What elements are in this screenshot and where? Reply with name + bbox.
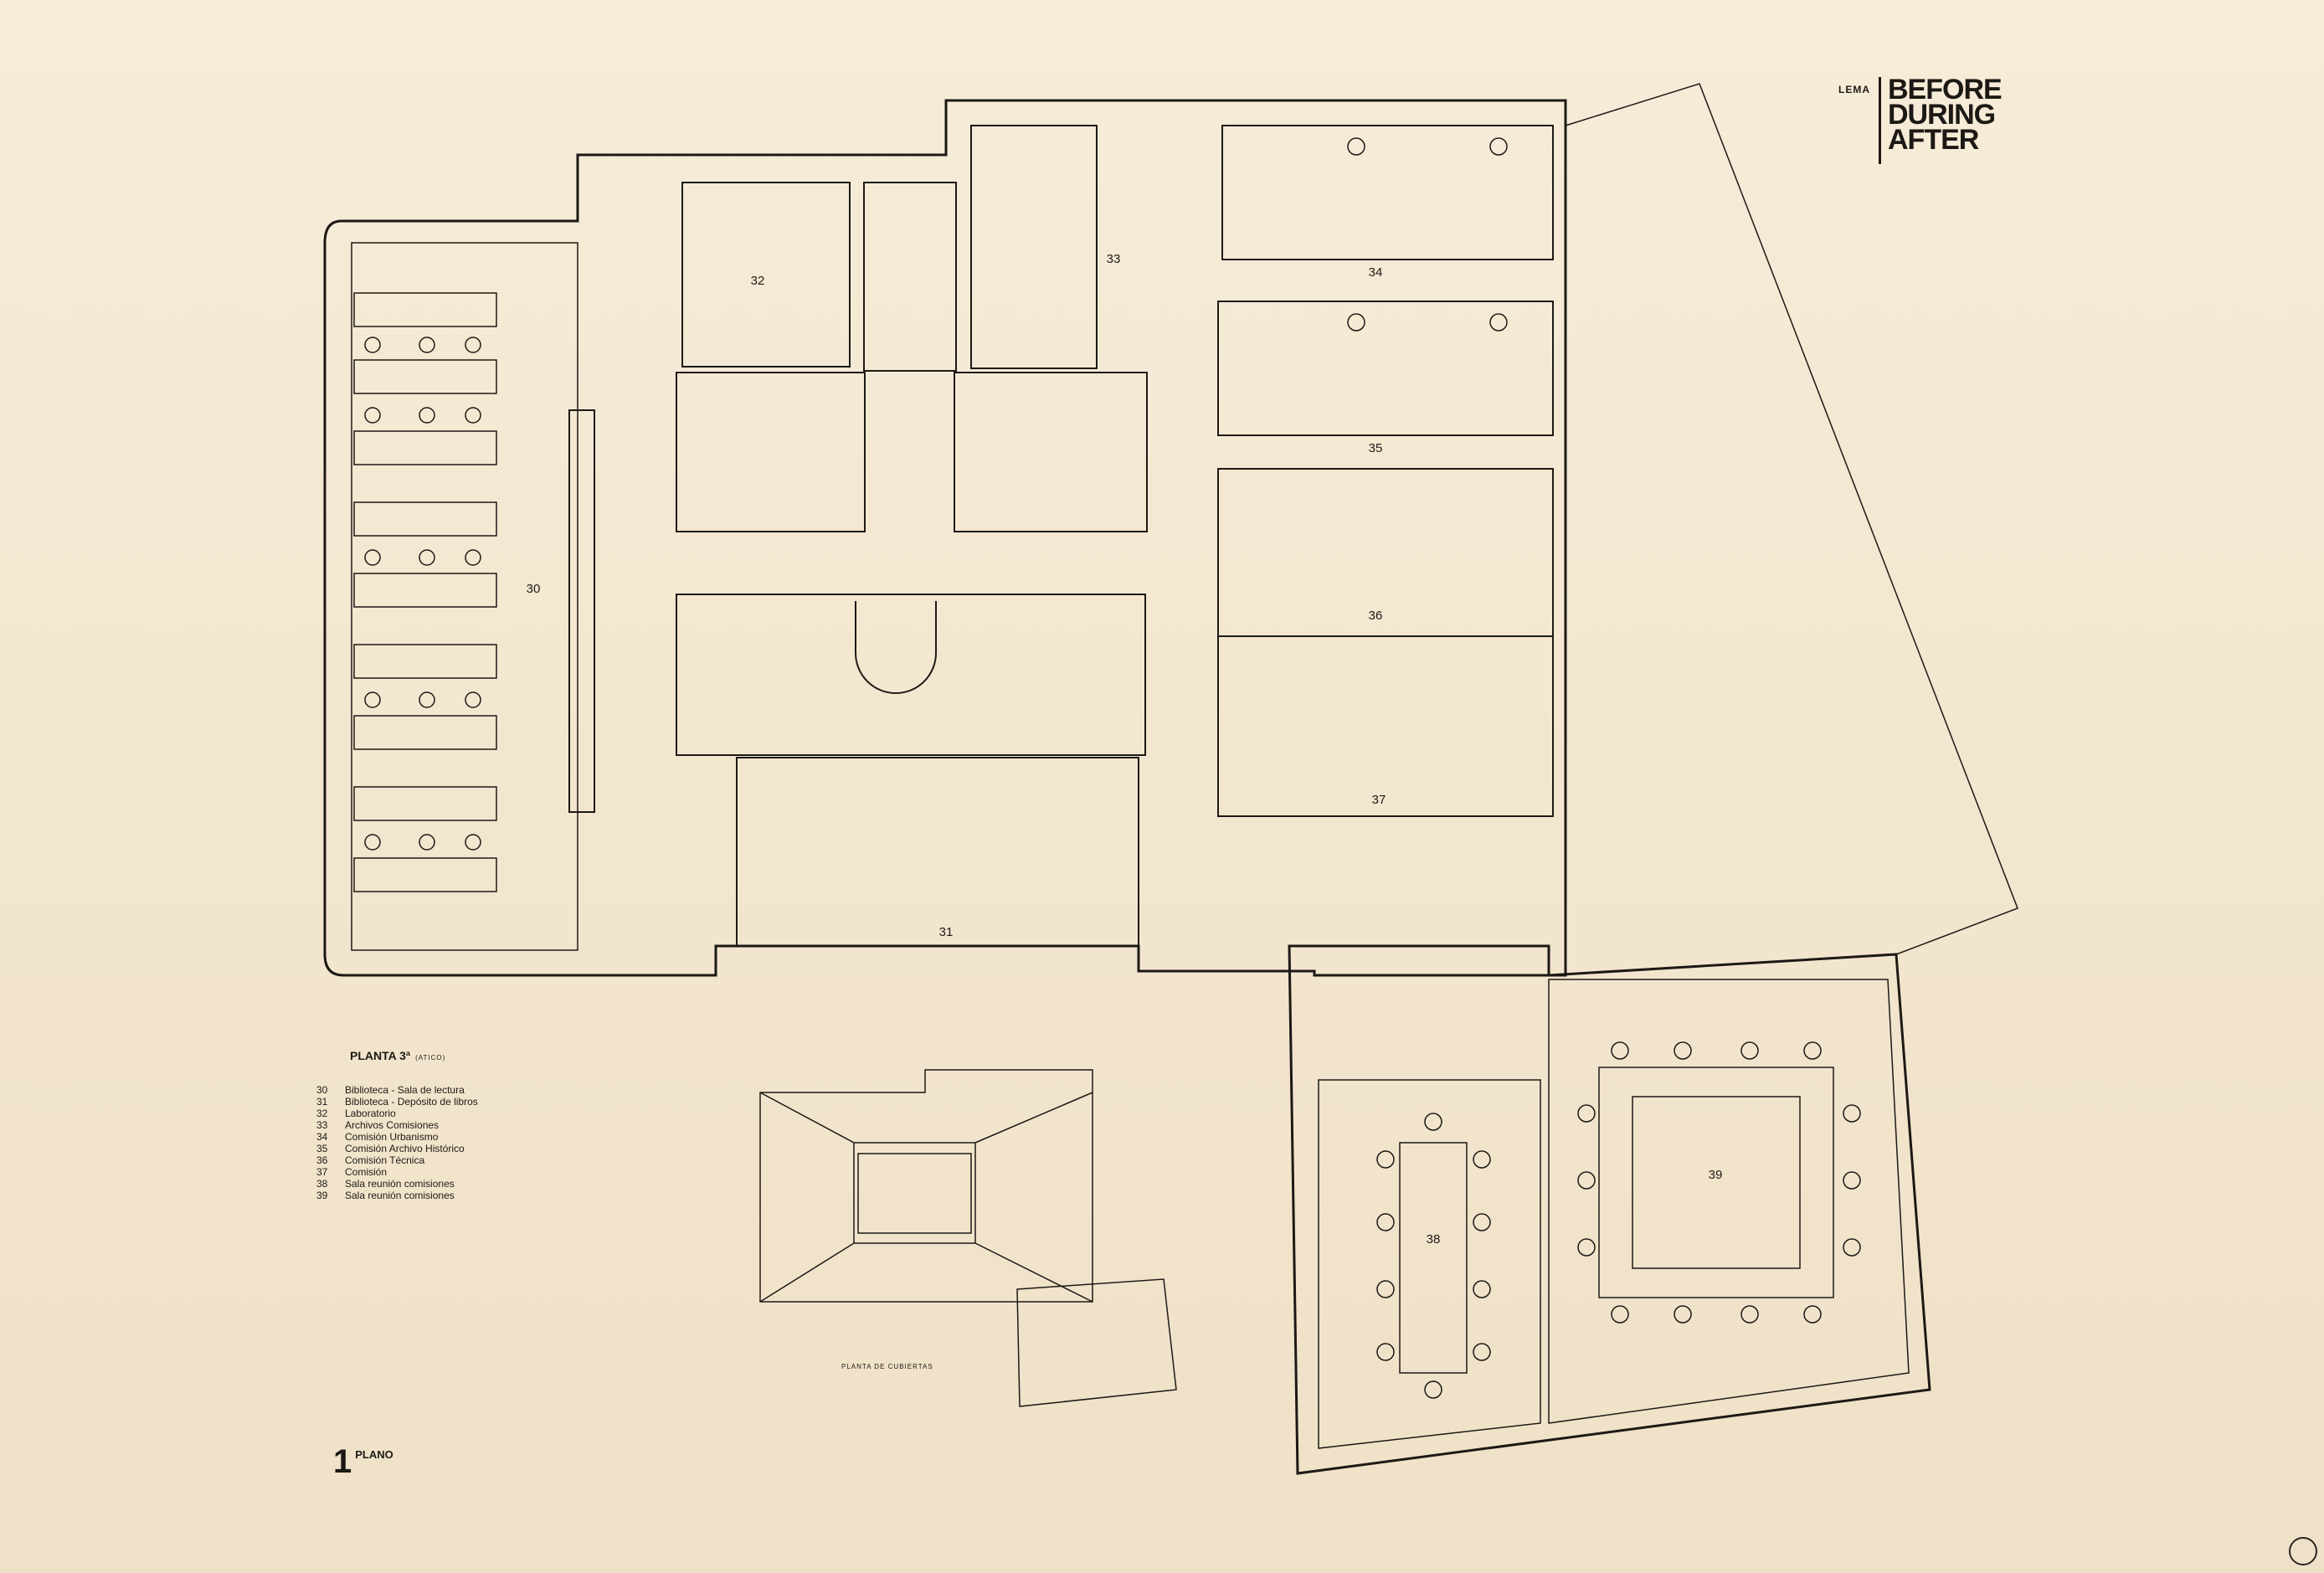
room-label-32: 32 bbox=[751, 274, 765, 288]
room-label-30: 30 bbox=[527, 582, 541, 596]
annex-inner-39 bbox=[1548, 979, 1910, 1424]
legend-label: Sala reunión comisiones bbox=[345, 1178, 455, 1190]
legend-num: 35 bbox=[316, 1143, 328, 1154]
legend-num: 32 bbox=[316, 1108, 328, 1119]
annex-inner bbox=[1318, 1079, 1541, 1449]
lema-logo: LEMA BEFORE DURING AFTER bbox=[1838, 74, 2003, 164]
legend-num: 31 bbox=[316, 1096, 328, 1108]
room-36 bbox=[1217, 468, 1554, 637]
legend-label: Biblioteca - Sala de lectura bbox=[345, 1084, 465, 1096]
logo-word-after: AFTER bbox=[1888, 124, 1979, 156]
legend-label: Comisión Técnica bbox=[345, 1154, 425, 1166]
legend-item: 32 Laboratorio bbox=[316, 1108, 478, 1119]
roof-plan bbox=[759, 1069, 1093, 1303]
legend-num: 37 bbox=[316, 1166, 328, 1178]
logo-word-during: DURING bbox=[1888, 99, 1996, 131]
legend-num: 30 bbox=[316, 1084, 328, 1096]
room-label-39: 39 bbox=[1709, 1168, 1723, 1182]
site-boundary bbox=[1565, 83, 2018, 955]
table-38 bbox=[1399, 1142, 1468, 1374]
legend-label: Comisión Archivo Histórico bbox=[345, 1143, 465, 1154]
legend-title: PLANTA 3ª (ATICO) bbox=[350, 1050, 478, 1064]
inner-wall bbox=[351, 242, 578, 951]
room-32 bbox=[681, 182, 851, 368]
outer-wall bbox=[323, 99, 1567, 977]
legend-num: 36 bbox=[316, 1154, 328, 1166]
roof-skylight bbox=[857, 1153, 972, 1234]
chairs bbox=[364, 137, 1861, 1399]
room-label-37: 37 bbox=[1372, 793, 1386, 807]
legend-item: 33 Archivos Comisiones bbox=[316, 1119, 478, 1131]
stair-a bbox=[863, 182, 957, 372]
curved-niche bbox=[855, 601, 937, 694]
logo-word-before: BEFORE bbox=[1888, 74, 2003, 105]
room-label-38: 38 bbox=[1427, 1232, 1441, 1247]
legend-label: Comisión bbox=[345, 1166, 388, 1178]
roof-annex bbox=[1016, 1278, 1177, 1407]
legend-num: 38 bbox=[316, 1178, 328, 1190]
room-label-36: 36 bbox=[1369, 609, 1383, 623]
room-30-shelf bbox=[568, 409, 595, 813]
legend-label: Laboratorio bbox=[345, 1108, 396, 1119]
core-block-b bbox=[954, 372, 1148, 532]
legend-label: Comisión Urbanismo bbox=[345, 1131, 439, 1143]
room-label-34: 34 bbox=[1369, 265, 1383, 280]
legend-item: 39 Sala reunión comisiones bbox=[316, 1190, 478, 1201]
stair-33 bbox=[970, 125, 1098, 369]
core-block-a bbox=[676, 372, 866, 532]
legend-label: Biblioteca - Depósito de libros bbox=[345, 1096, 478, 1108]
room-35 bbox=[1217, 301, 1554, 436]
legend-title-text: PLANTA 3ª bbox=[350, 1049, 411, 1062]
room-label-33: 33 bbox=[1107, 252, 1121, 266]
legend-num: 33 bbox=[316, 1119, 328, 1131]
legend-item: 31 Biblioteca - Depósito de libros bbox=[316, 1096, 478, 1108]
legend-item: 36 Comisión Técnica bbox=[316, 1154, 478, 1166]
stair-31 bbox=[736, 757, 1139, 947]
legend-num: 34 bbox=[316, 1131, 328, 1143]
roof-plan-caption: PLANTA DE CUBIERTAS bbox=[841, 1363, 933, 1370]
sheet-number-digit: 1 bbox=[333, 1443, 352, 1480]
room-37 bbox=[1217, 635, 1554, 817]
logo-divider bbox=[1879, 77, 1881, 164]
legend-num: 39 bbox=[316, 1190, 328, 1201]
legend-item: 30 Biblioteca - Sala de lectura bbox=[316, 1084, 478, 1096]
core-block-c bbox=[676, 594, 1146, 756]
room-label-31: 31 bbox=[939, 925, 954, 939]
table-39 bbox=[1598, 1067, 1834, 1298]
legend-item: 35 Comisión Archivo Histórico bbox=[316, 1143, 478, 1154]
legend-item: 37 Comisión bbox=[316, 1166, 478, 1178]
logo-words: BEFORE DURING AFTER bbox=[1888, 74, 2003, 156]
legend-item: 34 Comisión Urbanismo bbox=[316, 1131, 478, 1143]
sheet-number: 1 PLANO bbox=[333, 1445, 393, 1478]
legend-item: 38 Sala reunión comisiones bbox=[316, 1178, 478, 1190]
legend-label: Archivos Comisiones bbox=[345, 1119, 440, 1131]
sheet-number-word: PLANO bbox=[355, 1448, 393, 1461]
room-legend: PLANTA 3ª (ATICO) 30 Biblioteca - Sala de … bbox=[316, 1050, 478, 1201]
room-label-35: 35 bbox=[1369, 441, 1383, 455]
reading-desks bbox=[353, 292, 497, 892]
legend-subtitle: (ATICO) bbox=[415, 1054, 446, 1062]
legend-label: Sala reunión comisiones bbox=[345, 1190, 455, 1201]
room-34 bbox=[1221, 125, 1554, 260]
logo-lema-word: LEMA bbox=[1838, 84, 1870, 95]
archive-stamp-icon bbox=[2289, 1537, 2317, 1565]
